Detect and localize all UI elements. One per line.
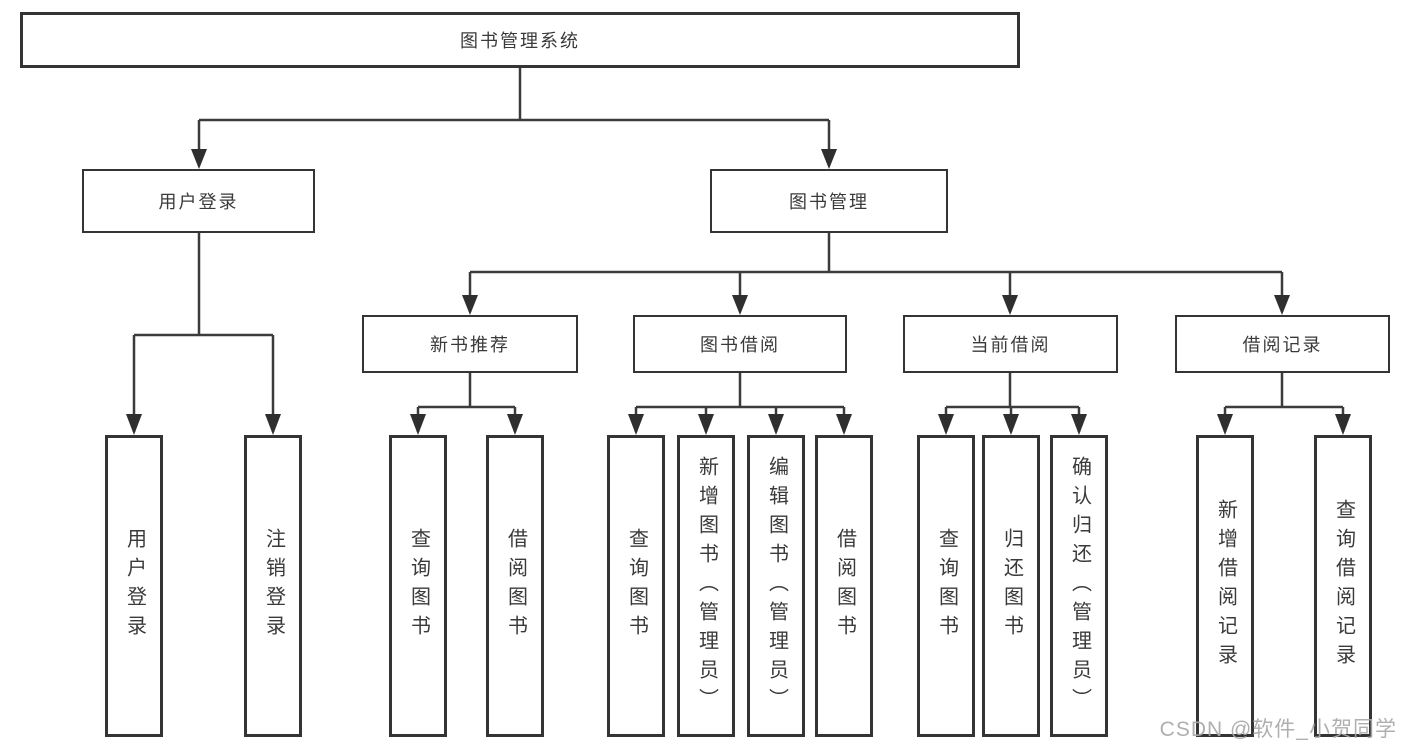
arrowhead: [191, 149, 207, 169]
node-book-borrow: 图书借阅: [633, 315, 847, 373]
leaf-user-login-label: 用户登录: [123, 528, 146, 644]
arrowhead: [821, 149, 837, 169]
node-current-borrow: 当前借阅: [903, 315, 1118, 373]
arrowhead: [938, 414, 954, 435]
leaf-borrow-books-recommend-label: 借阅图书: [504, 528, 527, 644]
arrowhead: [265, 414, 281, 435]
leaf-borrow-books-label: 借阅图书: [833, 528, 856, 644]
csdn-watermark: CSDN @软件_小贺同学: [1159, 718, 1397, 741]
arrowhead: [768, 414, 784, 435]
arrowhead: [836, 414, 852, 435]
leaf-query-books-borrow: 查询图书: [607, 435, 665, 737]
arrowhead: [1071, 414, 1087, 435]
leaf-query-books-current: 查询图书: [917, 435, 975, 737]
arrowhead: [507, 414, 523, 435]
leaf-edit-books-admin-label: 编辑图书（管理员）: [765, 455, 788, 717]
connector-records-bus: [1223, 373, 1345, 432]
leaf-add-books-admin: 新增图书（管理员）: [677, 435, 735, 737]
leaf-add-books-admin-label: 新增图书（管理员）: [695, 455, 718, 717]
leaf-logout: 注销登录: [244, 435, 302, 737]
node-new-book-recommend-label: 新书推荐: [430, 335, 510, 355]
node-borrow-records-label: 借阅记录: [1242, 335, 1323, 355]
connector-root-bus: [197, 68, 831, 166]
leaf-confirm-return-admin-label: 确认归还（管理员）: [1068, 455, 1091, 717]
node-current-borrow-label: 当前借阅: [970, 335, 1051, 355]
leaf-confirm-return-admin: 确认归还（管理员）: [1050, 435, 1108, 737]
node-user-login-label: 用户登录: [158, 192, 239, 212]
leaf-query-books-recommend: 查询图书: [389, 435, 447, 737]
leaf-add-borrow-record: 新增借阅记录: [1196, 435, 1254, 737]
leaf-return-books-label: 归还图书: [1000, 528, 1023, 644]
node-user-login: 用户登录: [82, 169, 315, 233]
leaf-query-books-borrow-label: 查询图书: [625, 528, 648, 644]
leaf-query-borrow-record-label: 查询借阅记录: [1332, 499, 1355, 673]
node-root: 图书管理系统: [20, 12, 1020, 68]
leaf-user-login: 用户登录: [105, 435, 163, 737]
arrowhead: [732, 295, 748, 315]
leaf-borrow-books: 借阅图书: [815, 435, 873, 737]
node-root-label: 图书管理系统: [460, 31, 580, 51]
arrowhead: [1274, 295, 1290, 315]
arrowhead: [126, 414, 142, 435]
node-book-management: 图书管理: [710, 169, 948, 233]
leaf-logout-label: 注销登录: [262, 528, 285, 644]
leaf-edit-books-admin: 编辑图书（管理员）: [747, 435, 805, 737]
leaf-return-books: 归还图书: [982, 435, 1040, 737]
connector-userlogin-bus: [132, 233, 275, 432]
arrowhead: [1335, 414, 1351, 435]
arrowhead: [698, 414, 714, 435]
arrowhead: [1217, 414, 1233, 435]
connector-newbook-bus: [416, 373, 517, 432]
node-new-book-recommend: 新书推荐: [362, 315, 578, 373]
node-borrow-records: 借阅记录: [1175, 315, 1390, 373]
arrowhead: [1003, 414, 1019, 435]
leaf-borrow-books-recommend: 借阅图书: [486, 435, 544, 737]
arrowhead: [628, 414, 644, 435]
connector-borrow-bus: [634, 373, 846, 432]
leaf-add-borrow-record-label: 新增借阅记录: [1214, 499, 1237, 673]
arrowhead: [410, 414, 426, 435]
leaf-query-books-current-label: 查询图书: [935, 528, 958, 644]
connector-bookmgmt-bus: [468, 233, 1284, 312]
arrowhead: [462, 295, 478, 315]
node-book-management-label: 图书管理: [789, 192, 869, 212]
node-book-borrow-label: 图书借阅: [700, 335, 780, 355]
arrowhead: [1002, 295, 1018, 315]
leaf-query-books-recommend-label: 查询图书: [407, 528, 430, 644]
leaf-query-borrow-record: 查询借阅记录: [1314, 435, 1372, 737]
